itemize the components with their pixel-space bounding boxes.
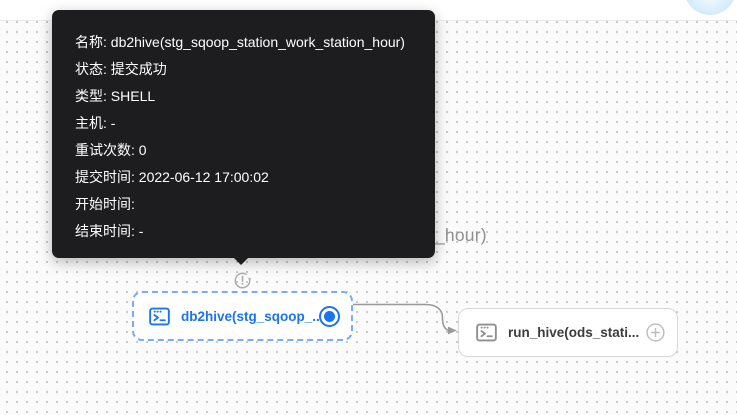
shell-terminal-icon: [149, 307, 170, 325]
tooltip-arrow-icon: [234, 258, 248, 265]
selected-port-indicator[interactable]: [319, 305, 340, 327]
tooltip-rows: 名称: db2hive(stg_sqoop_station_work_stati…: [75, 29, 417, 245]
tooltip-row: 提交时间: 2022-06-12 17:00:02: [75, 169, 269, 185]
task-node-db2hive[interactable]: db2hive(stg_sqoop_...: [132, 291, 353, 341]
task-status-clock-exclamation-icon: [234, 272, 252, 289]
selected-port-dot-icon: [324, 310, 335, 322]
task-tooltip: 名称: db2hive(stg_sqoop_station_work_stati…: [52, 10, 435, 265]
tooltip-row: 开始时间:: [75, 196, 135, 212]
tooltip-row: 结束时间: -: [75, 223, 144, 239]
dag-title-fragment: _hour): [435, 225, 487, 245]
tooltip-row: 重试次数: 0: [75, 142, 147, 158]
tooltip-row: 主机: -: [75, 115, 116, 131]
task-node-label: run_hive(ods_stati...: [508, 325, 640, 340]
tooltip-row: 类型: SHELL: [75, 88, 156, 104]
avatar[interactable]: [684, 0, 736, 15]
shell-terminal-icon: [476, 323, 497, 342]
task-node-label: db2hive(stg_sqoop_...: [181, 308, 319, 324]
tooltip-row: 名称: db2hive(stg_sqoop_station_work_stati…: [75, 34, 405, 50]
task-node-run-hive[interactable]: run_hive(ods_stati...: [458, 308, 678, 357]
tooltip-row: 状态: 提交成功: [75, 61, 167, 77]
connect-plus-icon[interactable]: [646, 323, 665, 342]
